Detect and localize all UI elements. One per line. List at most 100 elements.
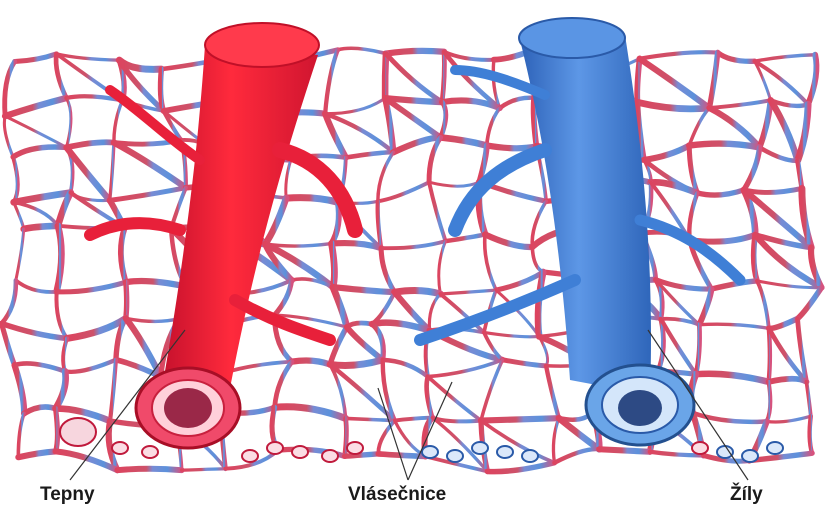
capillary-segment — [696, 325, 700, 375]
capillary-segment — [2, 324, 67, 339]
vessel-opening — [422, 446, 438, 458]
capillary-segment — [110, 143, 114, 201]
capillary-segment — [481, 360, 503, 421]
capillary-segment — [395, 291, 441, 294]
capillary-segment — [346, 152, 394, 157]
capillary-segment — [226, 362, 292, 373]
capillary-segment — [114, 100, 122, 142]
capillary-segment — [532, 247, 543, 272]
label-capillaries: Vlásečnice — [348, 484, 446, 506]
label-arteries: Tepny — [40, 484, 95, 506]
capillary-segment — [15, 363, 66, 371]
capillary-segment — [275, 407, 346, 419]
label-veins: Žíly — [730, 484, 763, 506]
capillary-segment — [385, 54, 386, 98]
vessel-opening — [292, 446, 308, 458]
capillary-segment — [712, 281, 758, 289]
capillary-segment — [697, 190, 744, 195]
capillary-segment — [18, 413, 24, 457]
capillary-segment — [383, 360, 428, 377]
capillary-segment — [378, 201, 381, 248]
capillary-segment — [333, 287, 347, 327]
capillary-segment — [126, 282, 127, 318]
capillary-segment — [333, 287, 395, 292]
capillary-segment — [487, 145, 537, 148]
capillary-segment — [798, 288, 822, 319]
capillary-segment — [286, 160, 291, 198]
capillary-segment — [381, 241, 445, 248]
capillary-segment — [427, 377, 433, 418]
capillary-segment — [5, 116, 66, 147]
capillary-segment — [755, 55, 816, 61]
capillary-segment — [689, 144, 759, 148]
capillary-segment — [538, 272, 543, 336]
capillary-segment — [640, 52, 718, 58]
vessel-opening — [497, 446, 513, 458]
vessel-opening — [267, 442, 283, 454]
capillary-segment — [709, 53, 717, 108]
capillary-segment — [2, 280, 16, 323]
capillary-segment — [769, 379, 807, 382]
capillary-segment — [386, 54, 442, 102]
capillary-segment — [658, 319, 664, 371]
capillary-segment — [372, 292, 395, 324]
capillary-segment — [755, 61, 809, 104]
vessel-opening — [692, 442, 708, 454]
capillary-segment — [599, 449, 650, 451]
capillary-segment — [286, 198, 338, 203]
capillary-segment — [696, 374, 769, 382]
capillary-segment — [378, 421, 394, 454]
capillary-segment — [24, 226, 58, 229]
capillary-segment — [744, 188, 802, 192]
capillary-segment — [56, 292, 67, 339]
capillary-segment — [699, 289, 711, 325]
capillary-segment — [16, 229, 24, 280]
capillary-segment — [481, 418, 559, 420]
capillary-segment — [56, 371, 66, 408]
capillary-segment — [67, 142, 114, 147]
capillary-segment — [386, 51, 444, 54]
capillary-segment — [767, 382, 771, 422]
capillary-segment — [767, 416, 811, 422]
capillary-segment — [744, 147, 760, 189]
vessel-opening — [717, 446, 733, 458]
leader-line-capillaries-right — [408, 382, 452, 480]
capillary-segment — [14, 193, 71, 203]
capillary-segment — [718, 53, 755, 62]
capillary-segment — [18, 451, 55, 457]
capillary-segment — [500, 98, 534, 108]
capillary-segment — [347, 323, 372, 327]
capillary-segment — [429, 137, 441, 182]
capillary-segment — [5, 98, 66, 116]
capillary-segment — [395, 418, 433, 421]
capillary-segment — [57, 282, 126, 292]
capillary-segment — [428, 377, 481, 421]
capillary-segment — [378, 152, 394, 201]
capillary-segment — [338, 48, 386, 53]
capillary-segment — [760, 100, 771, 147]
capillary-segment — [771, 100, 798, 160]
vessel-opening — [447, 450, 463, 462]
capillary-segment — [110, 360, 116, 421]
capillary-segment — [798, 104, 808, 160]
capillary-segment — [487, 108, 500, 145]
capillary-segment — [66, 98, 71, 147]
capillary-segment — [126, 318, 180, 321]
capillary-segment — [810, 416, 812, 453]
capillary-segment — [503, 360, 547, 366]
capillary-segment — [485, 234, 532, 247]
vessel-opening — [322, 450, 338, 462]
capillary-segment — [709, 100, 770, 108]
capillary-segment — [553, 418, 558, 463]
capillary-segment — [428, 360, 503, 377]
capillary-segment — [15, 365, 25, 413]
capillary-segment — [378, 182, 429, 201]
vessel-opening — [742, 450, 758, 462]
capillary-segment — [330, 327, 347, 364]
capillary-segment — [16, 280, 57, 292]
capillary-segment — [160, 69, 163, 111]
capillary-segment — [332, 244, 335, 288]
capillary-segment — [798, 161, 802, 189]
capillary-segment — [332, 202, 339, 243]
